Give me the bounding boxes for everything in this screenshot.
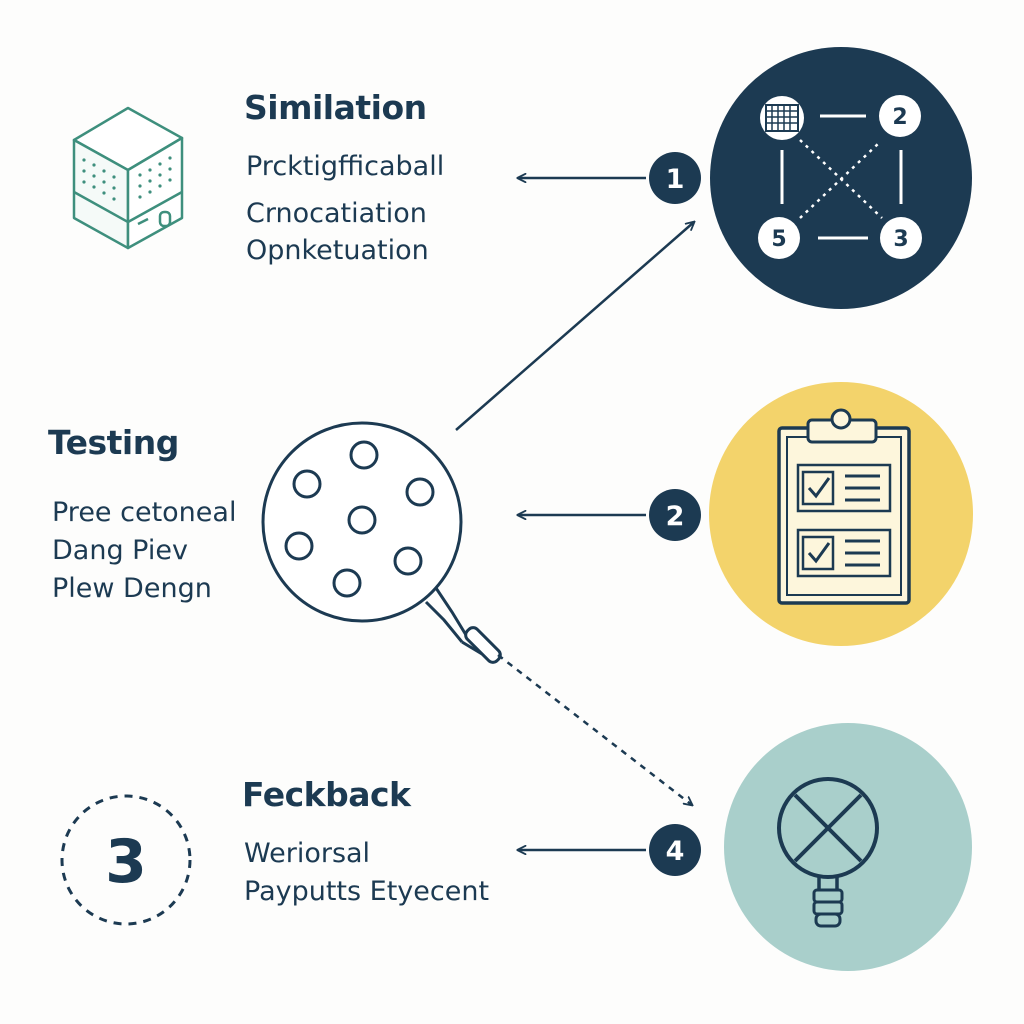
network-graph-icon: 2 5 3: [710, 47, 972, 309]
simulation-line-2: Crnocatiation: [246, 198, 427, 229]
testing-title: Testing: [48, 423, 179, 462]
badge-4-label: 4: [666, 836, 685, 867]
badge-1-label: 1: [666, 164, 685, 195]
testing-line-2: Dang Piev: [52, 535, 188, 566]
arrow-paddle-to-feedback: [497, 654, 692, 805]
badge-1: 1: [649, 152, 701, 204]
clipboard-checklist-icon: [709, 382, 973, 646]
feedback-line-1: Weriorsal: [244, 838, 371, 869]
testing-line-1: Pree cetoneal: [52, 497, 237, 528]
step-marker-number: 3: [105, 827, 147, 897]
network-node-2: 2: [892, 105, 907, 130]
testing-line-3: Plew Dengn: [52, 573, 212, 604]
feedback-title: Feckback: [242, 775, 411, 814]
paddle-icon: [261, 421, 502, 664]
badge-2: 2: [649, 489, 701, 541]
badge-4: 4: [649, 824, 701, 876]
dashed-circle-icon: 3: [60, 794, 192, 926]
feedback-line-2: Payputts Etyecent: [244, 876, 490, 907]
simulation-line-3: Opnketuation: [246, 235, 429, 266]
simulation-title: Similation: [244, 88, 427, 127]
lightbulb-icon: [724, 723, 972, 971]
arrow-paddle-to-network: [455, 222, 694, 431]
server-cube-icon: [72, 106, 184, 250]
simulation-line-1: Prcktigfficaball: [246, 151, 445, 182]
network-node-5: 5: [771, 227, 786, 252]
network-node-3: 3: [893, 227, 908, 252]
badge-2-label: 2: [666, 501, 685, 532]
